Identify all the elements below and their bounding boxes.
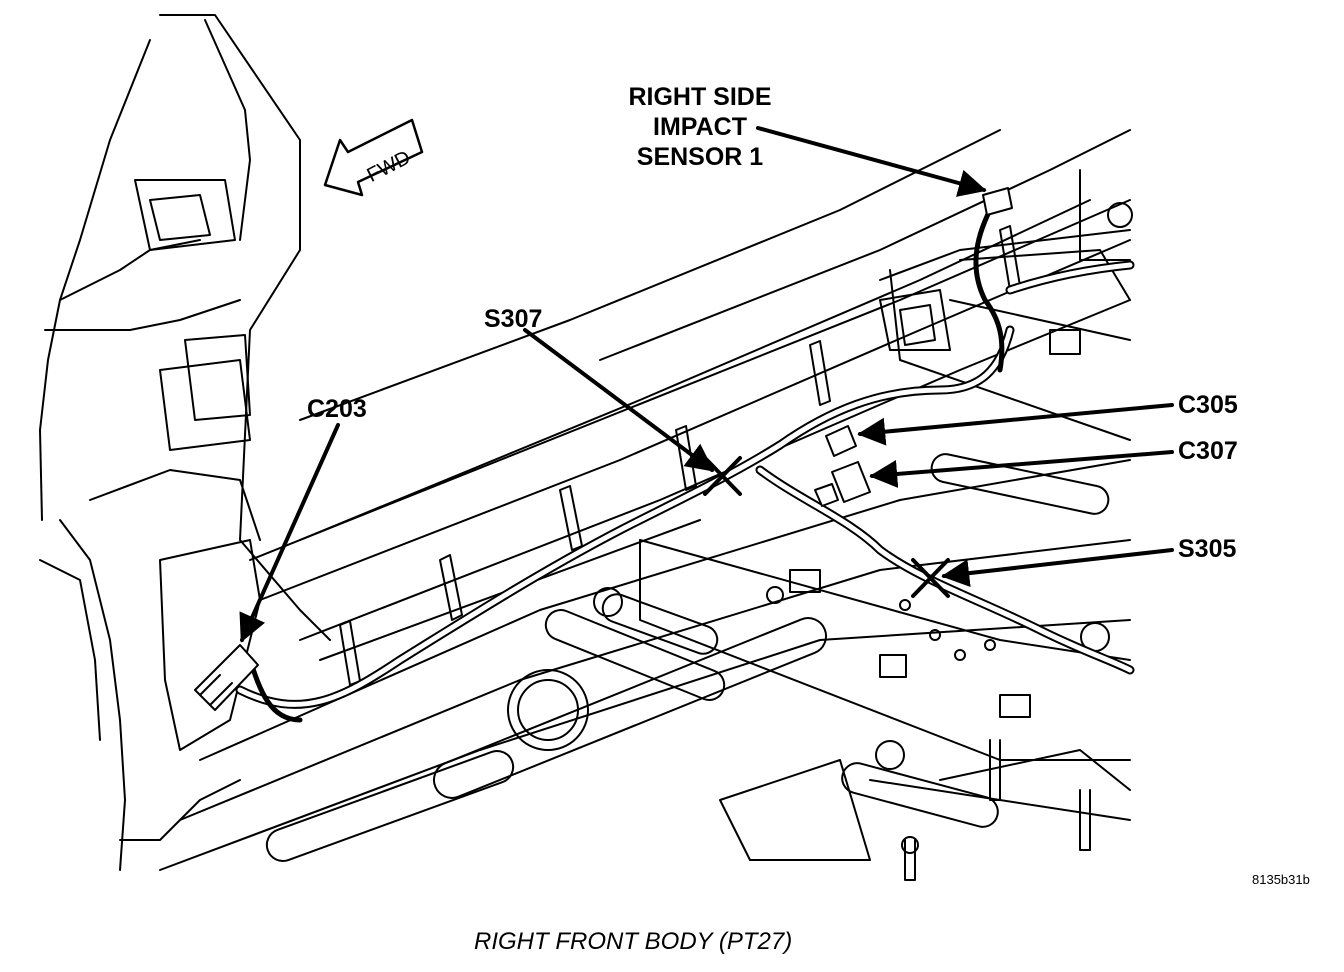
floor-pan [159, 202, 1133, 871]
impact-sensor-body [982, 187, 1013, 216]
leader-c305 [857, 403, 1174, 446]
a-pillar-structure [39, 14, 331, 871]
label-line-2: IMPACT [653, 113, 747, 141]
label-line-1: RIGHT SIDE [628, 83, 772, 111]
label-c305: C305 [1178, 391, 1238, 419]
connector-c305-body [825, 425, 857, 457]
leader-impact-sensor [756, 126, 987, 197]
leader-s305 [941, 548, 1174, 588]
label-c203: C203 [307, 395, 367, 423]
label-right-side-impact-sensor: RIGHT SIDE IMPACT SENSOR 1 [610, 82, 790, 172]
leader-lines [239, 126, 1174, 643]
forward-arrow-icon: FWD [323, 118, 424, 197]
rear-quarter-panel [719, 169, 1131, 881]
connector-c307-body [814, 461, 871, 507]
figure-caption: RIGHT FRONT BODY (PT27) [474, 928, 793, 955]
leader-c203 [239, 423, 340, 643]
label-c307: C307 [1178, 437, 1238, 465]
label-s307: S307 [484, 305, 543, 333]
figure-reference-code: 8135b31b [1252, 872, 1310, 887]
connector-c203-body [194, 644, 259, 711]
label-line-3: SENSOR 1 [636, 143, 764, 171]
leader-s307 [523, 328, 715, 472]
leader-c307 [869, 450, 1174, 488]
label-s305: S305 [1178, 535, 1237, 563]
